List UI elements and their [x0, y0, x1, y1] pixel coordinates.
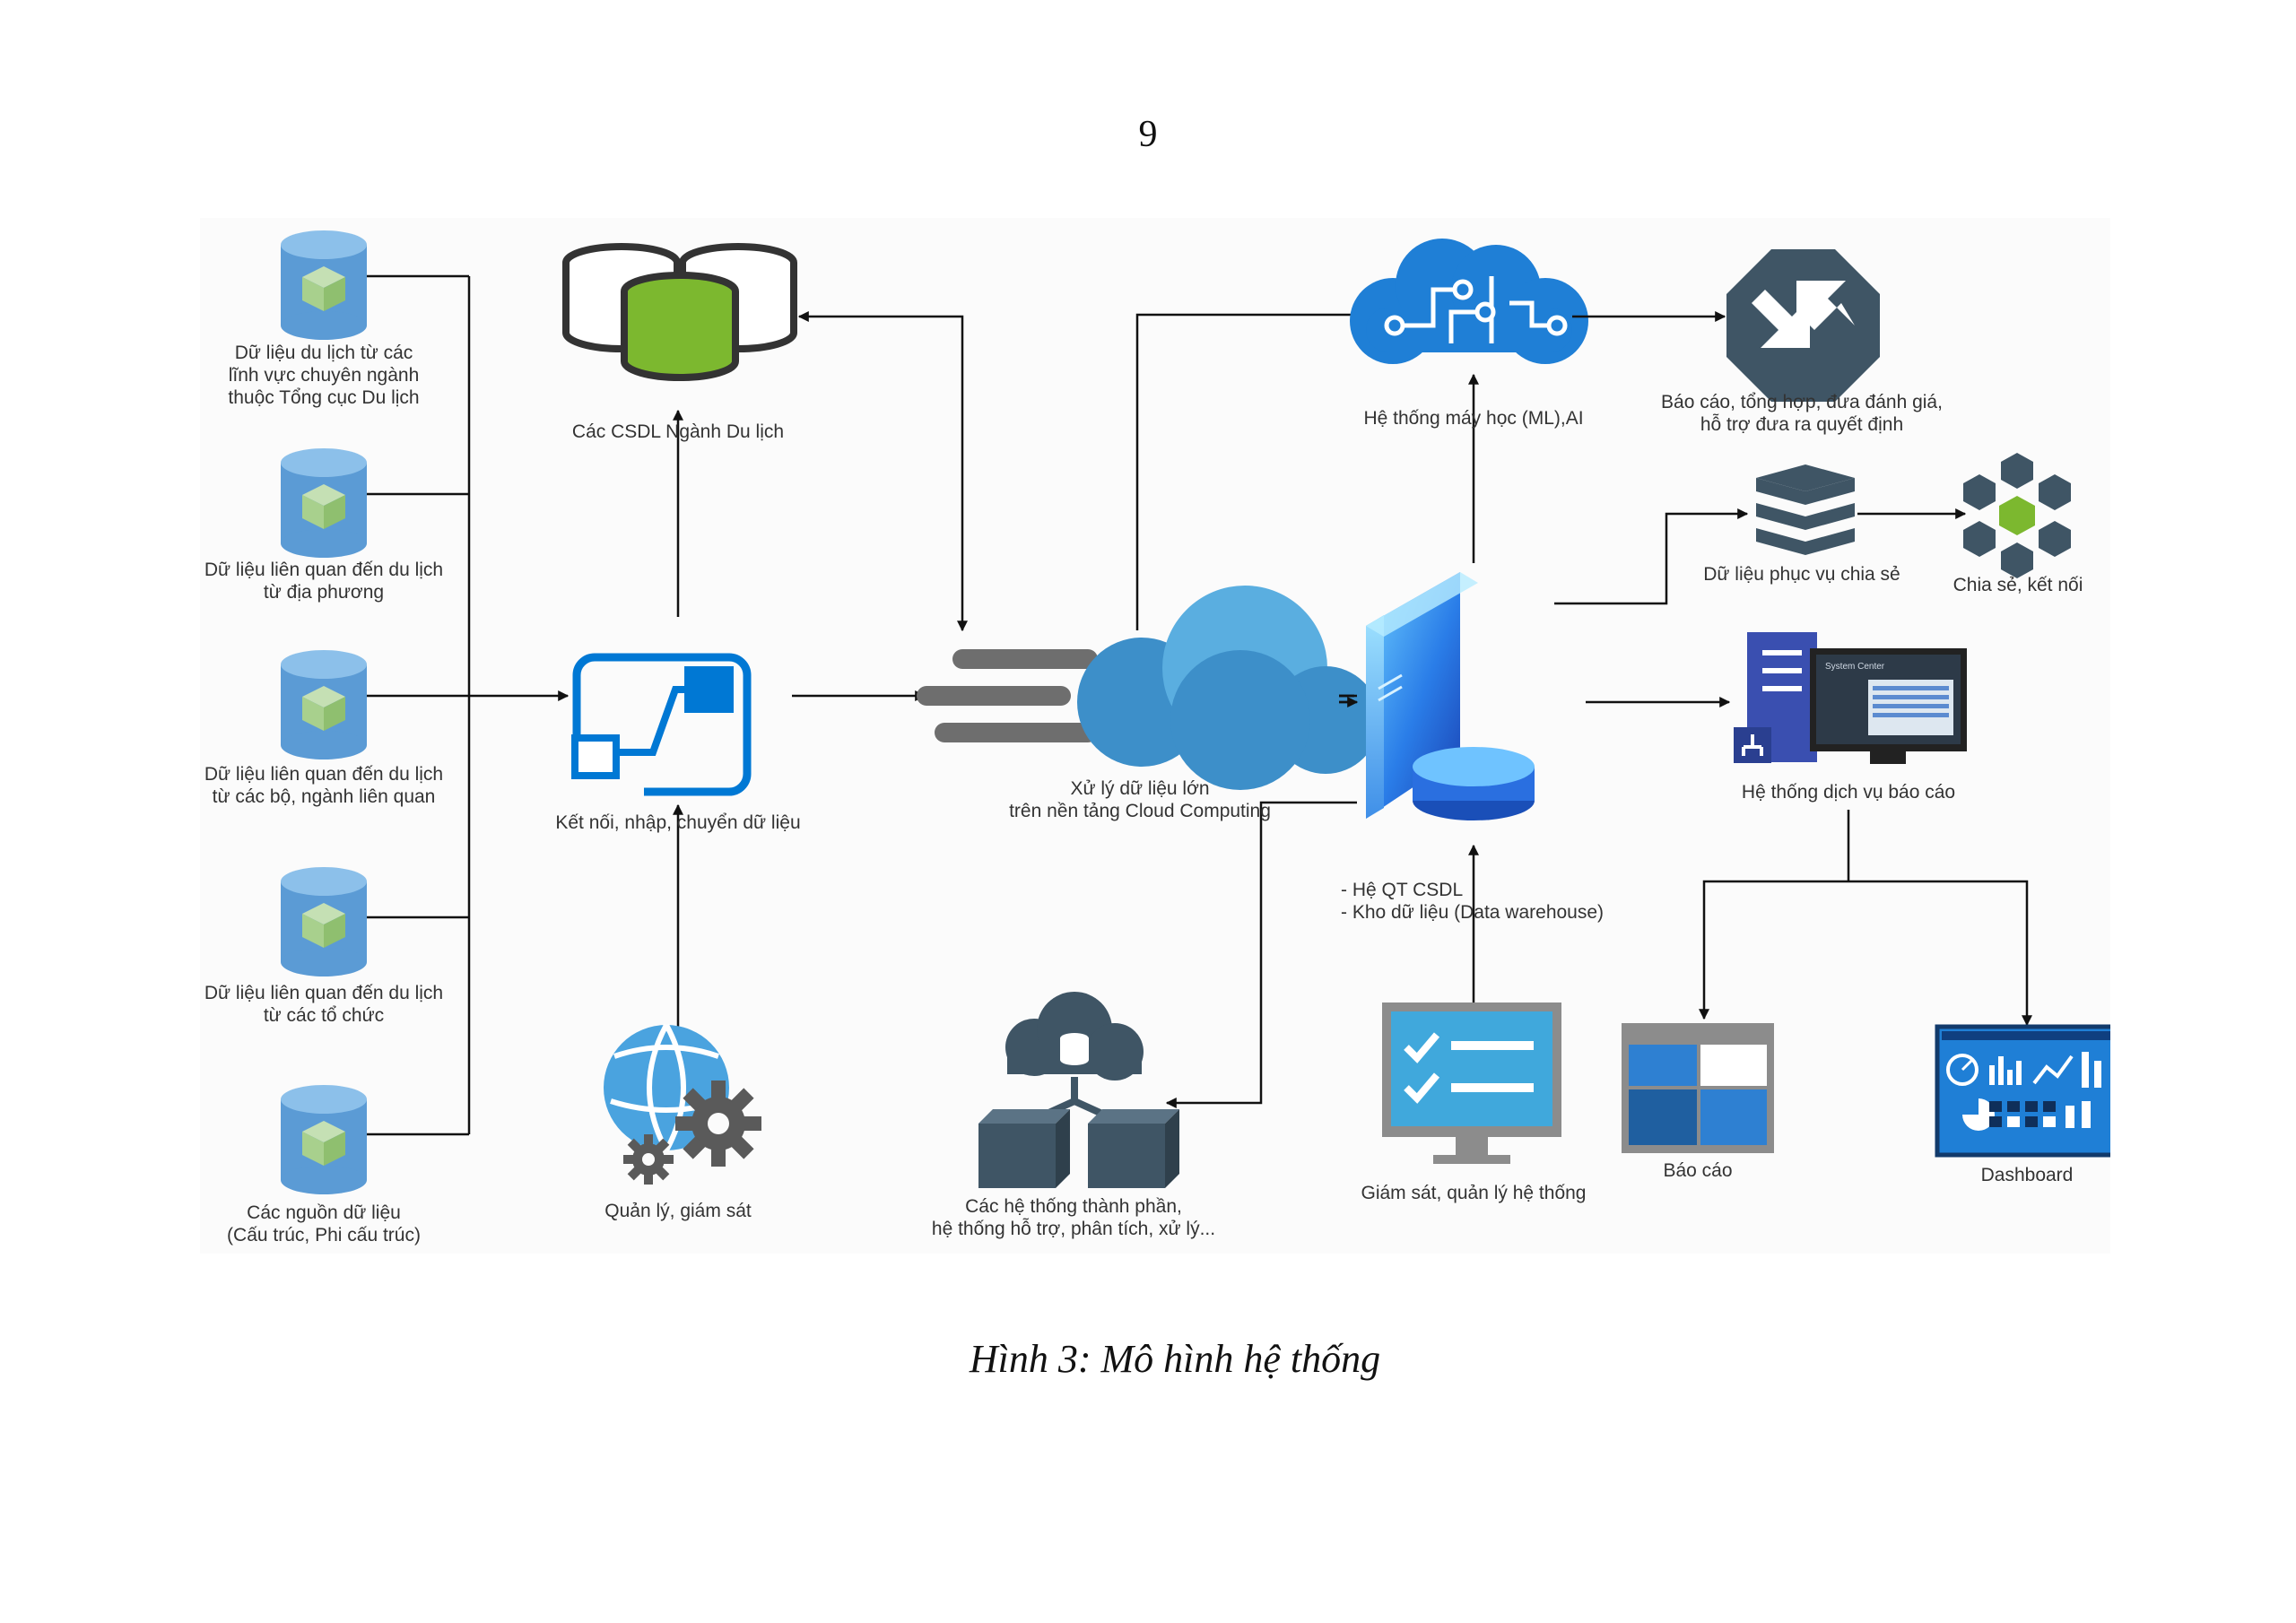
hexagon-network-icon — [1963, 453, 2071, 578]
globe-gears-icon — [604, 1023, 761, 1185]
source-db-icon-4 — [281, 867, 367, 976]
csdl-database-stack-icon — [562, 243, 797, 381]
csdl-cloud-double-arrow — [797, 311, 968, 632]
system-diagram-figure: System Center — [200, 218, 2110, 1254]
large-gear-icon — [675, 1081, 761, 1167]
source-db-icon-2 — [281, 448, 367, 558]
report-label: Báo cáo — [1663, 1160, 1733, 1181]
source-5-label: Các nguồn dữ liệu(Cấu trúc, Phi cấu trúc… — [227, 1202, 421, 1245]
report-tiles-icon — [1622, 1023, 1774, 1153]
page-number: 9 — [1138, 114, 1158, 155]
checklist-monitor-icon — [1382, 1002, 1561, 1164]
db-to-components-arrow — [1165, 801, 1357, 1108]
report-service-label: Hệ thống dịch vụ báo cáo — [1741, 782, 1956, 803]
share-layers-icon — [1756, 464, 1855, 555]
component-systems-icon — [978, 992, 1179, 1188]
system-center-screen-text: System Center — [1825, 662, 1885, 672]
source-db-icon-1 — [281, 230, 367, 340]
dashboard-label: Dashboard — [1980, 1165, 2074, 1185]
small-gear-icon — [623, 1134, 674, 1185]
component-systems-label: Các hệ thống thành phần,hệ thống hỗ trợ,… — [931, 1196, 1216, 1239]
system-diagram: System Center — [281, 230, 2110, 1194]
connect-flow-icon — [571, 653, 752, 796]
ml-brain-icon — [1350, 239, 1588, 364]
share-data-label: Dữ liệu phục vụ chia sẻ — [1703, 564, 1900, 585]
source-db-icon-5 — [281, 1085, 367, 1194]
decision-arrows-icon — [1726, 249, 1880, 402]
ml-ai-label: Hệ thống máy học (ML),AI — [1363, 408, 1584, 429]
manage-label: Quản lý, giám sát — [604, 1201, 752, 1221]
source-db-icon-3 — [281, 650, 367, 759]
cloud-computing-icon — [917, 586, 1379, 790]
figure-caption: Hình 3: Mô hình hệ thống — [969, 1337, 1381, 1381]
source-database-icons — [281, 230, 367, 1194]
connect-label: Kết nối, nhập, chuyển dữ liệu — [555, 812, 801, 833]
share-connect-label: Chia sẻ, kết nối — [1952, 575, 2083, 595]
monitor-label: Giám sát, quản lý hệ thống — [1361, 1183, 1587, 1203]
source-bus-connectors — [367, 274, 570, 1136]
decision-label: Báo cáo, tổng hợp, đưa đánh giá,hỗ trợ đ… — [1661, 392, 1943, 435]
server-arrows — [1468, 373, 1749, 1002]
db-system-label: - Hệ QT CSDL- Kho dữ liệu (Data warehous… — [1341, 880, 1605, 923]
connect-arrows — [673, 409, 926, 1034]
report-branch-arrows — [1699, 810, 2032, 1027]
csdl-nganh-label: Các CSDL Ngành Du lịch — [571, 421, 785, 442]
cloud-arrows — [1135, 309, 1368, 707]
server-database-icon — [1366, 572, 1535, 820]
dashboard-icon — [1935, 1024, 2110, 1158]
report-service-icon — [1734, 632, 1967, 764]
